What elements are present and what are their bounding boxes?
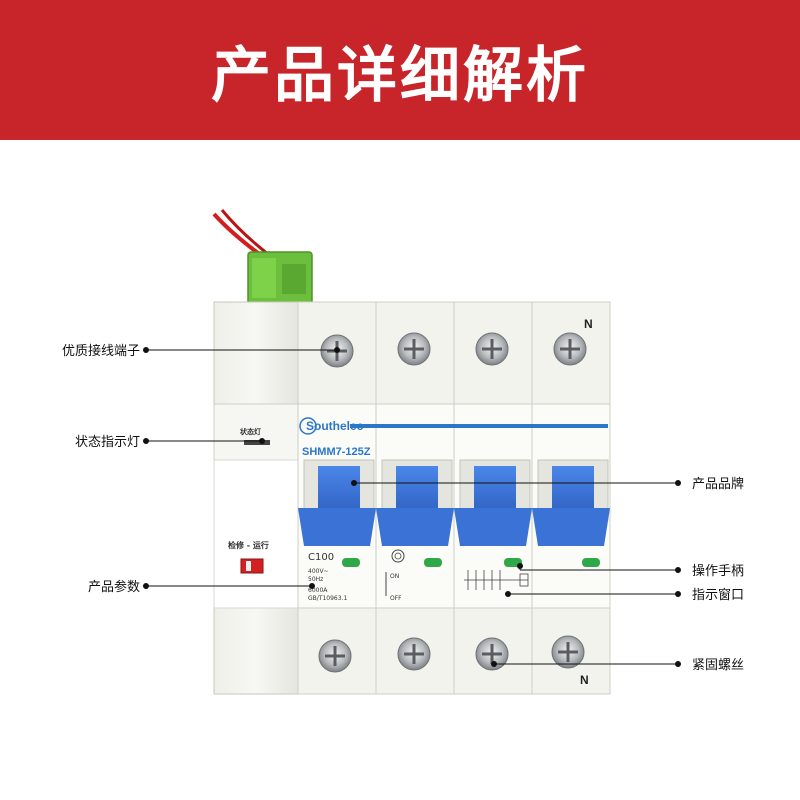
mode-switch: 检修 - 运行 [228, 540, 269, 574]
status-light-label: 状态灯 [240, 427, 261, 436]
brand-name: Southelec [306, 419, 364, 433]
breaking-capacity: 6000A [308, 587, 328, 594]
screw-icon [475, 332, 509, 366]
status-light: 状态灯 [240, 427, 270, 445]
model-name: SHMM7-125Z [302, 446, 371, 458]
handle[interactable] [298, 466, 376, 546]
off-label: OFF [390, 595, 402, 602]
product-parameters: C100 400V~ 50Hz 6000A GB/T10963.1 [308, 552, 347, 602]
brand-logo: Southelec SHMM7-125Z [299, 417, 371, 458]
callout-label: 状态指示灯 [75, 435, 140, 450]
callout-label: 紧固螺丝 [692, 658, 744, 673]
page-title: 产品详细解析 [211, 40, 589, 111]
voltage: 400V~ [308, 568, 329, 575]
screw-icon [551, 635, 585, 669]
handle[interactable] [454, 466, 532, 546]
screw-icon [553, 332, 587, 366]
screw-icon [397, 637, 431, 671]
header-banner: 产品详细解析 [0, 0, 800, 140]
callout-indicator-window: 指示窗口 [505, 587, 744, 603]
breaker-diagram: 状态灯 检修 - 运行 Southelec SHMM7-125Z C100 40… [62, 209, 744, 695]
handle[interactable] [376, 466, 454, 546]
on-off-marking: ON OFF [385, 572, 402, 602]
callout-label: 操作手柄 [692, 563, 744, 579]
callout-handle: 操作手柄 [517, 563, 744, 579]
bottom-terminal-screws [318, 635, 585, 673]
mode-label: 检修 - 运行 [228, 540, 269, 550]
callout-parameters: 产品参数 [88, 579, 315, 595]
neutral-mark-bottom: N [580, 673, 589, 687]
callout-label: 产品品牌 [692, 476, 744, 492]
callout-label: 指示窗口 [692, 587, 744, 603]
screw-icon [475, 637, 509, 671]
wiring-schematic-icon [464, 570, 529, 590]
standard: GB/T10963.1 [308, 595, 347, 602]
wire-terminal-block [212, 209, 313, 305]
handle[interactable] [532, 466, 610, 546]
callout-status-light: 状态指示灯 [75, 435, 265, 450]
operating-handles [298, 466, 610, 546]
top-terminal-screws [320, 332, 587, 368]
screw-icon [397, 332, 431, 366]
rating: C100 [308, 552, 334, 563]
frequency: 50Hz [308, 576, 323, 583]
screw-icon [318, 639, 352, 673]
ccc-mark-icon [391, 549, 405, 563]
neutral-mark-top: N [584, 317, 593, 331]
callout-screw: 紧固螺丝 [491, 658, 744, 673]
callout-terminal: 优质接线端子 [62, 343, 340, 359]
indicator-windows [342, 558, 600, 567]
callout-label: 产品参数 [88, 579, 140, 595]
callout-label: 优质接线端子 [62, 343, 140, 359]
on-label: ON [390, 573, 399, 580]
callout-brand: 产品品牌 [351, 476, 744, 492]
